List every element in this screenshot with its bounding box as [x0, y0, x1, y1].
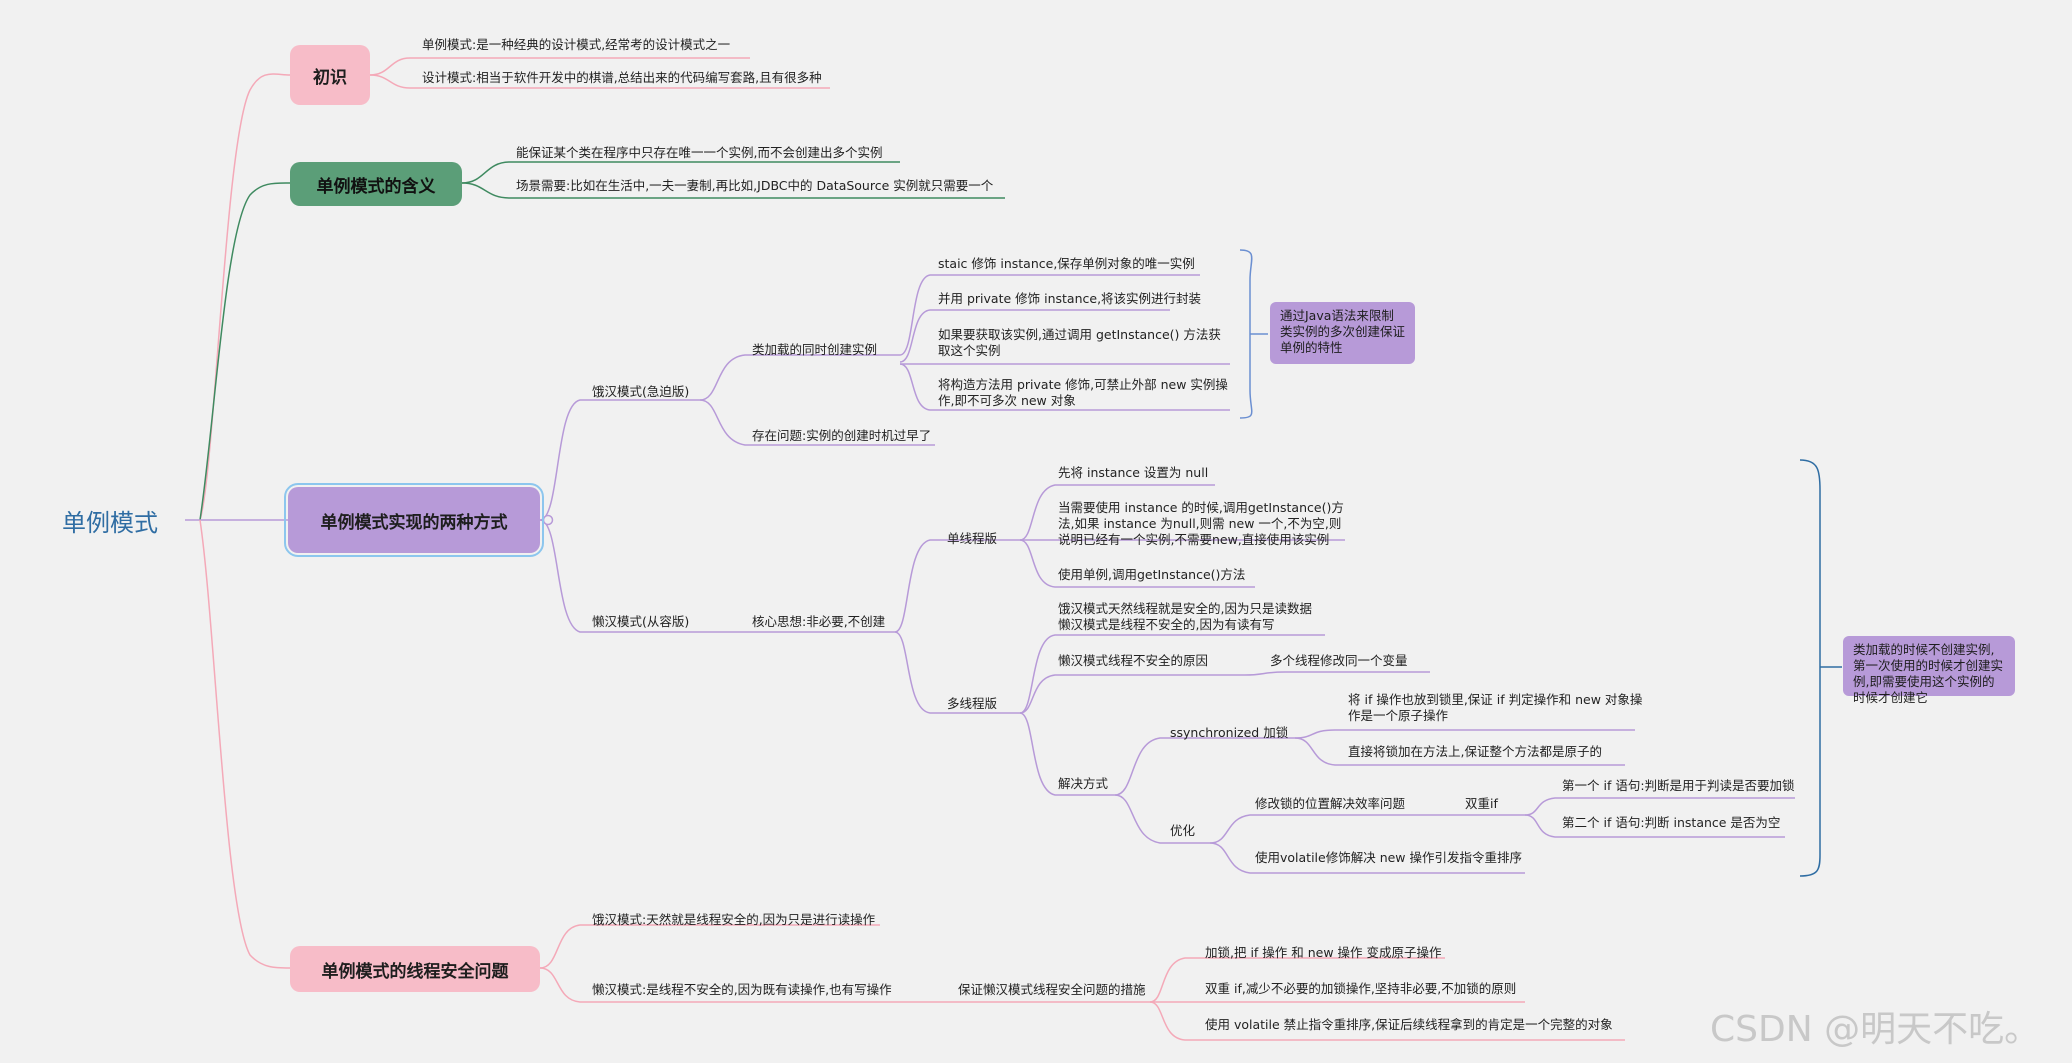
eager-item-2: 并用 private 修饰 instance,将该实例进行封装 — [938, 291, 1202, 306]
measure-item-3: 使用 volatile 禁止指令重排序,保证后续线程拿到的肯定是一个完整的对象 — [1205, 1017, 1613, 1032]
branch-implementations[interactable]: 单例模式实现的两种方式 — [284, 483, 544, 557]
eager-sub1: 类加载的同时创建实例 — [752, 342, 878, 357]
eager-sub2: 存在问题:实例的创建时机过早了 — [752, 428, 932, 443]
multi-safety: 饿汉模式天然线程就是安全的,因为只是读数据懒汉模式是线程不安全的,因为有读有写 — [1058, 601, 1312, 632]
intro-item-2: 设计模式:相当于软件开发中的棋谱,总结出来的代码编写套路,且有很多种 — [422, 70, 822, 85]
b3-to-lazy — [539, 519, 735, 633]
measure-item-1: 加锁,把 if 操作 和 new 操作 变成原子操作 — [1205, 945, 1442, 960]
eager-item-3: 如果要获取该实例,通过调用 getInstance() 方法获取这个实例 — [938, 327, 1221, 358]
sync-label: ssynchronized 加锁 — [1170, 725, 1289, 740]
branch-meaning[interactable]: 单例模式的含义 — [290, 162, 462, 206]
volatile-item: 使用volatile修饰解决 new 操作引发指令重排序 — [1255, 850, 1522, 865]
double-if-item-2: 第二个 if 语句:判断 instance 是否为空 — [1562, 815, 1781, 830]
single-item-1: 先将 instance 设置为 null — [1058, 465, 1209, 480]
branch-thread-safety[interactable]: 单例模式的线程安全问题 — [290, 946, 540, 992]
root-to-b2 — [199, 182, 291, 521]
root-to-b4 — [199, 519, 291, 969]
safety-measures: 保证懒汉模式线程安全问题的措施 — [958, 982, 1146, 997]
safety-eager: 饿汉模式:天然就是线程安全的,因为只是进行读操作 — [592, 912, 876, 927]
meaning-item-1: 能保证某个类在程序中只存在唯一一个实例,而不会创建出多个实例 — [516, 145, 883, 160]
safety-lazy: 懒汉模式:是线程不安全的,因为既有读操作,也有写操作 — [592, 982, 892, 997]
lazy-label: 懒汉模式(从容版) — [592, 614, 690, 629]
double-if-label: 双重if — [1465, 796, 1498, 811]
root-topic[interactable]: 单例模式 — [62, 509, 158, 537]
sync-item-2: 直接将锁加在方法上,保证整个方法都是原子的 — [1348, 744, 1602, 759]
eager-item-4: 将构造方法用 private 修饰,可禁止外部 new 实例操作,即不可多次 n… — [938, 377, 1228, 408]
eager-summary-note: 通过Java语法来限制类实例的多次创建保证单例的特性 — [1270, 302, 1415, 364]
intro-item-1: 单例模式:是一种经典的设计模式,经常考的设计模式之一 — [422, 37, 731, 52]
meaning-item-2: 场景需要:比如在生活中,一夫一妻制,再比如,JDBC中的 DataSource … — [516, 178, 994, 193]
branch-intro[interactable]: 初识 — [290, 45, 370, 105]
measure-item-2: 双重 if,减少不必要的加锁操作,坚持非必要,不加锁的原则 — [1205, 981, 1517, 996]
root-to-b1 — [199, 73, 291, 521]
single-thread-label: 单线程版 — [947, 531, 998, 546]
optimize-lock: 修改锁的位置解决效率问题 — [1255, 796, 1406, 811]
lazy-summary-note: 类加载的时候不创建实例,第一次使用的时候才创建实例,即需要使用这个实例的时候才创… — [1843, 636, 2015, 705]
multi-unsafe-reason: 懒汉模式线程不安全的原因 — [1058, 653, 1209, 668]
lazy-core: 核心思想:非必要,不创建 — [752, 614, 886, 629]
b3-to-eager — [539, 399, 700, 521]
single-item-2: 当需要使用 instance 的时候,调用getInstance()方法,如果 … — [1058, 500, 1344, 547]
multi-unsafe-detail: 多个线程修改同一个变量 — [1270, 653, 1408, 668]
sync-item-1: 将 if 操作也放到锁里,保证 if 判定操作和 new 对象操作是一个原子操作 — [1348, 692, 1643, 723]
single-item-3: 使用单例,调用getInstance()方法 — [1058, 567, 1246, 582]
watermark: CSDN @明天不吃。 — [1710, 1009, 2041, 1050]
solution-label: 解决方式 — [1058, 776, 1109, 791]
eager-item-1: staic 修饰 instance,保存单例对象的唯一实例 — [938, 256, 1195, 271]
eager-label: 饿汉模式(急迫版) — [592, 384, 690, 399]
optimize-label: 优化 — [1170, 823, 1196, 838]
double-if-item-1: 第一个 if 语句:判断是用于判读是否要加锁 — [1562, 778, 1795, 793]
multi-thread-label: 多线程版 — [947, 696, 998, 711]
